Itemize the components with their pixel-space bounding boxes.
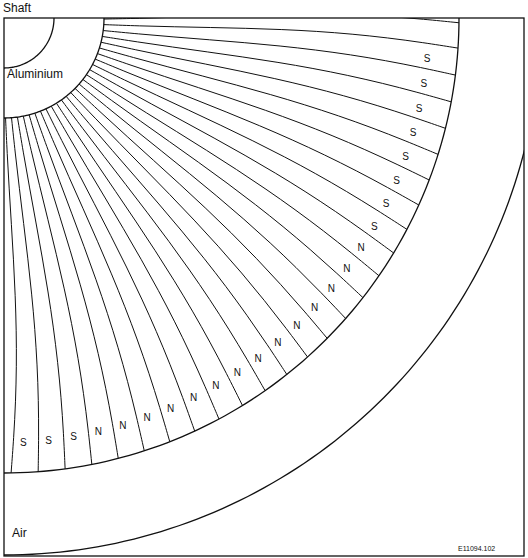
pole-label: S bbox=[393, 176, 400, 186]
frame bbox=[4, 18, 524, 556]
magnet-boundary bbox=[6, 118, 17, 473]
pole-label: N bbox=[234, 368, 241, 378]
pole-label: N bbox=[343, 264, 350, 274]
pole-label: S bbox=[383, 199, 390, 209]
magnet-boundary bbox=[17, 117, 65, 469]
pole-label: N bbox=[255, 354, 262, 364]
magnet-boundary bbox=[97, 54, 429, 180]
pole-label: N bbox=[95, 427, 102, 437]
pole-label: S bbox=[416, 104, 423, 114]
pole-label: N bbox=[143, 413, 150, 423]
stator-outline bbox=[4, 18, 524, 555]
magnet-boundary bbox=[35, 113, 144, 451]
cross-section bbox=[4, 18, 524, 555]
magnet-boundary bbox=[56, 103, 242, 405]
magnet-boundary bbox=[29, 115, 118, 459]
rotor-outline bbox=[4, 18, 459, 473]
part-label: Air bbox=[12, 527, 27, 539]
magnet-boundary bbox=[103, 31, 455, 76]
pole-label: S bbox=[45, 436, 52, 446]
magnet-boundary bbox=[104, 18, 459, 23]
part-label: Aluminium bbox=[7, 68, 63, 80]
magnet-boundary bbox=[93, 64, 407, 229]
magnet-boundary bbox=[66, 96, 287, 374]
shaft-outline bbox=[4, 18, 54, 68]
pole-label: N bbox=[328, 284, 335, 294]
pole-label: S bbox=[402, 152, 409, 162]
pole-label: N bbox=[274, 338, 281, 348]
magnet-boundary bbox=[101, 42, 445, 128]
pole-label: S bbox=[410, 128, 417, 138]
part-label: Shaft bbox=[3, 2, 31, 14]
pole-label: S bbox=[20, 438, 27, 448]
pole-label: N bbox=[167, 404, 174, 414]
magnet-boundary bbox=[102, 36, 451, 101]
magnet-boundary bbox=[90, 70, 394, 253]
magnet-boundary bbox=[40, 111, 169, 442]
pole-label: S bbox=[421, 79, 428, 89]
magnet-boundary bbox=[86, 75, 379, 276]
pole-label: N bbox=[119, 421, 126, 431]
pole-label: S bbox=[371, 222, 378, 232]
magnet-boundary bbox=[99, 48, 438, 154]
magnet-boundary bbox=[51, 106, 219, 419]
magnet-boundary bbox=[71, 92, 308, 356]
magnet-boundary bbox=[75, 88, 327, 338]
figure-number: E11094.102 bbox=[458, 545, 495, 552]
pole-label: S bbox=[70, 432, 77, 442]
magnet-boundary bbox=[23, 116, 92, 464]
pole-label: N bbox=[212, 381, 219, 391]
aluminium-outline bbox=[4, 18, 104, 118]
magnet-boundary bbox=[46, 109, 195, 431]
magnet-boundary bbox=[79, 84, 346, 318]
pole-label: S bbox=[424, 54, 431, 64]
pole-label: N bbox=[293, 321, 300, 331]
pole-label: N bbox=[358, 243, 365, 253]
pole-label: N bbox=[311, 303, 318, 313]
pole-label: N bbox=[190, 393, 197, 403]
